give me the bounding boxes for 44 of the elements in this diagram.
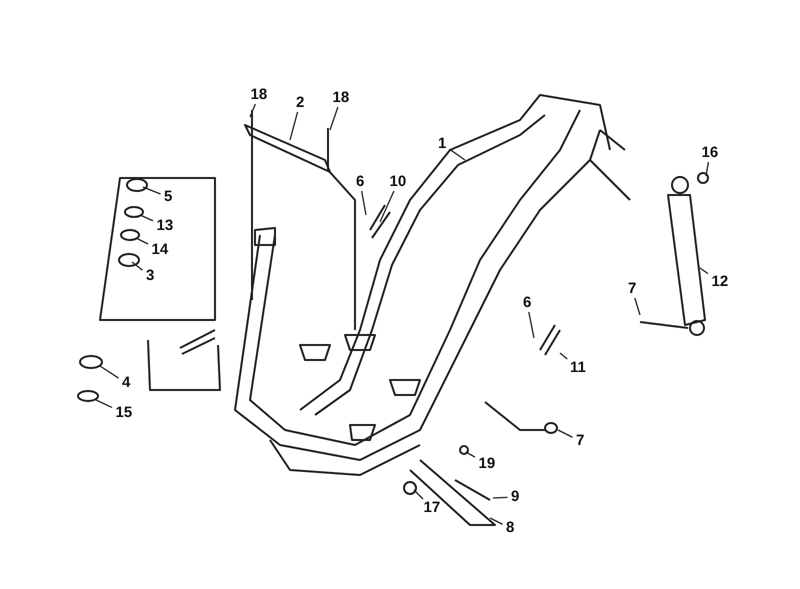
callout-number: 18: [250, 87, 268, 103]
leader-line: [560, 352, 568, 360]
callout-number: 14: [152, 242, 168, 258]
callout-number: 9: [511, 489, 520, 505]
leader-line: [140, 214, 154, 222]
callout-number: 19: [478, 456, 496, 472]
callout-number: 11: [570, 360, 586, 376]
callout-number: 16: [702, 145, 718, 161]
callout-number: 6: [523, 295, 532, 311]
callout-number: 7: [628, 281, 636, 297]
callout-number: 2: [296, 95, 304, 111]
leader-line: [414, 490, 424, 500]
callout-number: 18: [332, 90, 350, 106]
leader-line: [528, 312, 535, 338]
leader-line: [700, 267, 708, 274]
leader-line: [96, 399, 112, 408]
leader-line: [100, 365, 119, 379]
leader-line: [142, 186, 161, 195]
callout-number: 5: [164, 189, 172, 205]
leader-line: [136, 237, 148, 245]
callout-number: 17: [424, 500, 440, 516]
leader-line: [634, 298, 641, 316]
callout-number: 10: [390, 174, 406, 190]
leader-line: [705, 162, 710, 176]
leader-line: [449, 148, 466, 161]
leader-line: [329, 106, 339, 130]
leader-line: [379, 190, 395, 222]
leader-line: [492, 496, 508, 499]
leader-line: [558, 429, 573, 438]
callout-number: 3: [146, 268, 154, 284]
callout-number: 7: [576, 433, 584, 449]
callout-number: 15: [116, 405, 132, 421]
leader-line: [490, 517, 503, 525]
leader-line: [289, 112, 298, 140]
leader-line: [249, 104, 256, 118]
callout-number: 13: [156, 218, 174, 234]
leader-line: [466, 451, 476, 458]
callout-number: 12: [712, 274, 728, 290]
callout-number: 1: [438, 136, 446, 152]
callout-number: 4: [122, 375, 130, 391]
leader-line: [132, 261, 143, 271]
callout-number: 6: [356, 174, 364, 190]
leader-line: [361, 190, 367, 216]
callout-number: 8: [506, 520, 514, 536]
